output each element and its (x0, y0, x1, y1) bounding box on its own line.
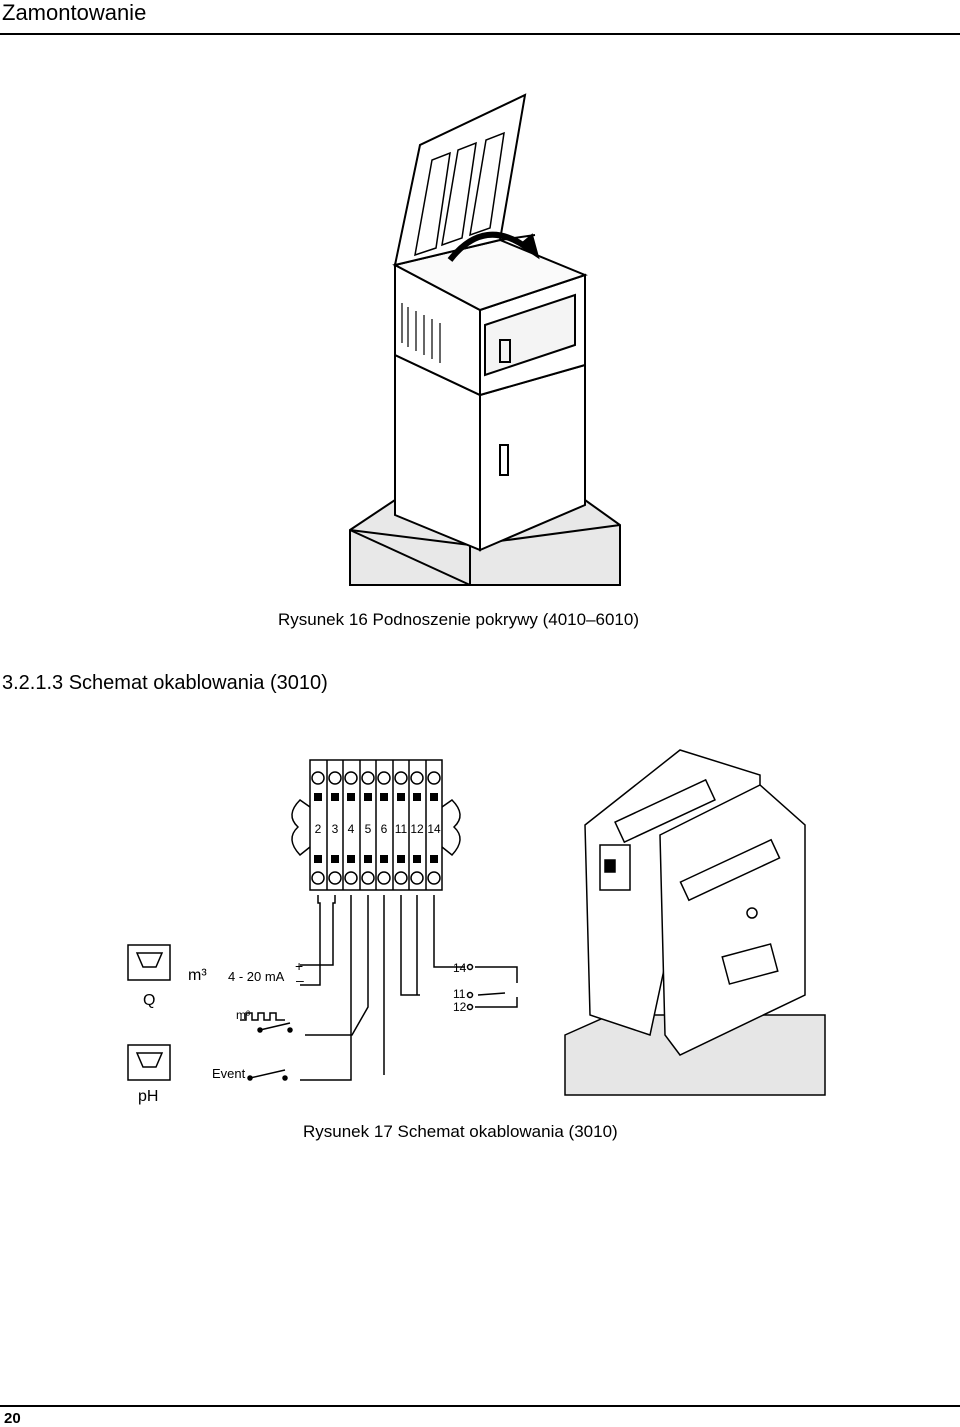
figure-17-caption: Rysunek 17 Schemat okablowania (3010) (303, 1122, 618, 1141)
terminal-screws-top (311, 771, 441, 785)
figure-16-caption: Rysunek 16 Podnoszenie pokrywy (4010–601… (278, 610, 640, 629)
wire-14 (433, 895, 465, 968)
terminal-mount-left (291, 799, 311, 857)
terminal-label: 14 (427, 822, 441, 836)
figure-16-illustration (349, 93, 621, 586)
relay-14-label: 14 (453, 961, 467, 975)
terminal-label: 12 (410, 822, 424, 836)
terminal-label: 4 (348, 822, 355, 836)
event-label: Event (212, 1066, 246, 1081)
wire-2 (300, 895, 321, 986)
header-divider (0, 33, 960, 35)
terminal-numbers: 2 3 4 5 6 11 12 14 (315, 822, 441, 836)
meter-q-label: Q (143, 992, 155, 1009)
flow-unit-label: m³ (188, 967, 207, 984)
terminal-mount-right (441, 799, 461, 857)
relay-11-label: 11 (453, 987, 466, 1001)
terminal-label: 5 (365, 822, 372, 836)
terminal-label: 3 (332, 822, 339, 836)
plus-sign: + (295, 958, 303, 974)
section-heading: 3.2.1.3 Schemat okablowania (3010) (2, 672, 328, 694)
gauge-ph-icon (135, 1052, 164, 1068)
page-header-title: Zamontowanie (2, 0, 147, 25)
current-signal-label: 4 - 20 mA (228, 969, 285, 984)
meter-ph-box (127, 1044, 171, 1081)
footer-divider (0, 1405, 960, 1407)
terminal-columns (326, 760, 427, 890)
page-number: 20 (4, 1410, 21, 1427)
figure-17-wiring-diagram: 2 3 4 5 6 11 12 14 Q pH m³ 4 - 20 mA + –… (127, 749, 826, 1105)
door-handle-shape (499, 444, 509, 476)
minus-sign: – (296, 972, 304, 988)
relay-12-label: 12 (453, 1000, 467, 1014)
meter-ph-label: pH (138, 1088, 158, 1105)
terminal-screws-bottom (311, 871, 441, 885)
meter-q-box (127, 944, 171, 981)
wire-3 (300, 895, 336, 966)
terminal-label: 6 (381, 822, 388, 836)
terminal-label: 11 (395, 822, 408, 836)
wire-11 (400, 895, 420, 996)
terminal-label: 2 (315, 822, 322, 836)
pulse-unit-label: m³ (236, 1008, 250, 1022)
wire-4 (300, 895, 352, 1081)
wire-5 (305, 895, 369, 1036)
gauge-q-icon (135, 952, 164, 968)
analyzer-body-front (659, 784, 806, 1056)
